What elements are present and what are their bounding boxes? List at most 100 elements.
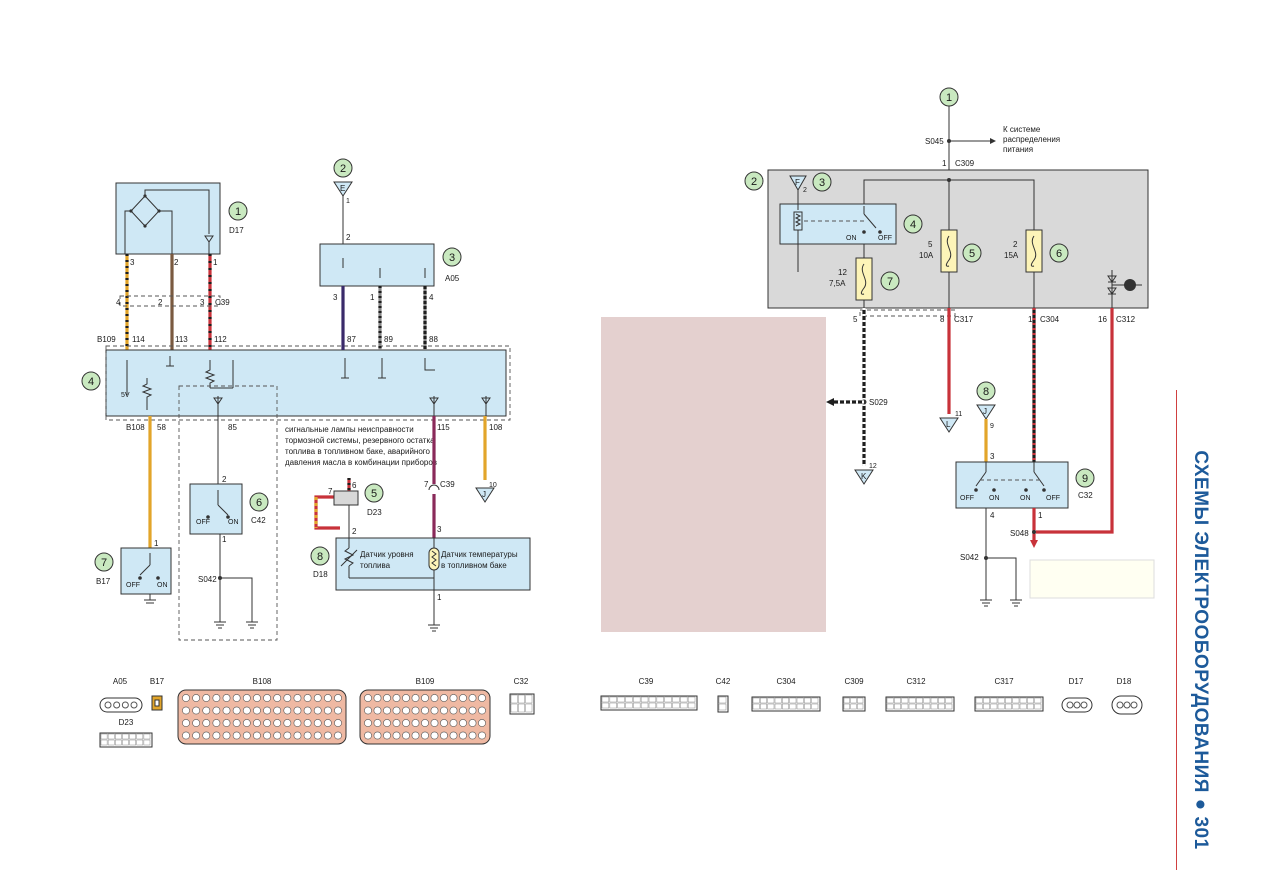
- j-connector-left: J 10: [475, 482, 497, 503]
- d17-pin-1: 1: [213, 258, 218, 267]
- connector-b17: B17: [150, 677, 165, 711]
- connector-c317: C317: [974, 677, 1044, 712]
- connector-label: D18: [1117, 677, 1132, 686]
- svg-text:5: 5: [853, 315, 858, 324]
- svg-text:12: 12: [838, 268, 847, 277]
- svg-text:OFF: OFF: [878, 235, 892, 242]
- svg-text:OFF: OFF: [126, 582, 140, 589]
- svg-text:сигнальные лампы неисправности: сигнальные лампы неисправности: [285, 425, 414, 434]
- svg-text:J: J: [983, 407, 987, 416]
- connector-c304: C304: [751, 677, 821, 712]
- l-connector: L 11: [939, 411, 962, 433]
- connector-label: C42: [716, 677, 731, 686]
- svg-text:3: 3: [200, 298, 205, 307]
- lamps-note: сигнальные лампы неисправности тормозной…: [285, 425, 437, 467]
- connector-label: B108: [253, 677, 272, 686]
- svg-text:7,5A: 7,5A: [829, 279, 846, 288]
- connector-label: C32: [514, 677, 529, 686]
- svg-text:ON: ON: [1020, 495, 1031, 502]
- svg-text:C312: C312: [1116, 315, 1136, 324]
- svg-text:114: 114: [132, 335, 145, 344]
- connector-label: B17: [150, 677, 165, 686]
- d17-sensor: [115, 182, 221, 255]
- d17-callout: 1 D17: [228, 201, 248, 235]
- svg-text:16: 16: [1098, 315, 1107, 324]
- svg-text:OFF: OFF: [1046, 495, 1060, 502]
- svg-text:B17: B17: [96, 577, 111, 586]
- svg-text:OFF: OFF: [960, 495, 974, 502]
- blank-label-box: [1029, 559, 1155, 599]
- b17-callout: 7 B17: [94, 552, 114, 586]
- svg-text:113: 113: [175, 335, 188, 344]
- svg-text:1: 1: [1038, 511, 1043, 520]
- svg-text:C317: C317: [954, 315, 974, 324]
- connector-b108: B108: [177, 677, 347, 745]
- svg-text:ON: ON: [228, 519, 239, 526]
- fuse-6: 2 15A 6: [1004, 229, 1069, 273]
- svg-text:D18: D18: [313, 570, 328, 579]
- svg-text:2: 2: [751, 176, 757, 188]
- ecu-block: 5V: [105, 345, 511, 421]
- svg-text:C42: C42: [251, 516, 266, 525]
- svg-text:5: 5: [969, 248, 975, 260]
- svg-text:3: 3: [333, 293, 338, 302]
- svg-text:4: 4: [116, 298, 121, 307]
- blank-panel: [601, 317, 826, 632]
- wire-c312: [1036, 308, 1114, 534]
- svg-text:1: 1: [222, 535, 227, 544]
- s045-label: S045: [925, 137, 944, 146]
- side-divider: [1176, 390, 1177, 870]
- c32-switch: OFF ON ON OFF: [955, 461, 1069, 509]
- svg-text:10A: 10A: [919, 251, 934, 260]
- ecu-callout: 4: [81, 371, 101, 391]
- connector-c32: C32: [509, 677, 535, 715]
- k-connector: K 12: [854, 463, 877, 485]
- svg-text:2: 2: [346, 233, 351, 242]
- svg-text:10: 10: [489, 482, 497, 489]
- svg-text:2: 2: [1013, 240, 1018, 249]
- svg-text:ON: ON: [157, 582, 168, 589]
- svg-text:108: 108: [489, 423, 503, 432]
- d23-callout: 5 D23: [364, 483, 384, 517]
- svg-text:8: 8: [940, 315, 945, 324]
- svg-text:7: 7: [101, 557, 107, 569]
- connector-label: D17: [1069, 677, 1084, 686]
- svg-text:1: 1: [370, 293, 375, 302]
- svg-text:8: 8: [317, 551, 323, 563]
- svg-text:E: E: [340, 184, 345, 193]
- svg-text:112: 112: [214, 335, 227, 344]
- ecu-5v-label: 5V: [121, 392, 130, 399]
- svg-text:C39: C39: [440, 480, 455, 489]
- svg-text:D17: D17: [229, 226, 244, 235]
- svg-text:3: 3: [437, 525, 442, 534]
- svg-text:1: 1: [942, 159, 947, 168]
- svg-text:9: 9: [990, 423, 994, 430]
- f-ground-connector: F 2 3: [789, 172, 832, 194]
- svg-text:тормозной системы, резервного: тормозной системы, резервного остатка: [285, 436, 435, 445]
- svg-text:ON: ON: [846, 235, 857, 242]
- c42-switch: OFF ON: [189, 483, 243, 535]
- connector-c39: C39: [600, 677, 698, 711]
- svg-text:4: 4: [88, 376, 94, 388]
- d23-part: [333, 490, 359, 538]
- a05-block: [319, 243, 435, 287]
- svg-text:1: 1: [346, 198, 350, 205]
- svg-text:K: K: [861, 472, 867, 481]
- svg-text:7: 7: [887, 276, 893, 288]
- s042-right-label: S042: [960, 553, 979, 562]
- svg-text:2: 2: [352, 527, 357, 536]
- connector-d23: D23: [99, 718, 153, 748]
- c42-callout: 6 C42: [249, 492, 269, 525]
- svg-text:5: 5: [928, 240, 933, 249]
- connector-d17: D17: [1061, 677, 1093, 713]
- svg-text:4: 4: [429, 293, 434, 302]
- svg-text:1: 1: [154, 539, 159, 548]
- connector-label: C304: [776, 677, 796, 686]
- svg-text:OFF: OFF: [196, 519, 210, 526]
- s048-label: S048: [1010, 529, 1029, 538]
- svg-text:12: 12: [869, 463, 877, 470]
